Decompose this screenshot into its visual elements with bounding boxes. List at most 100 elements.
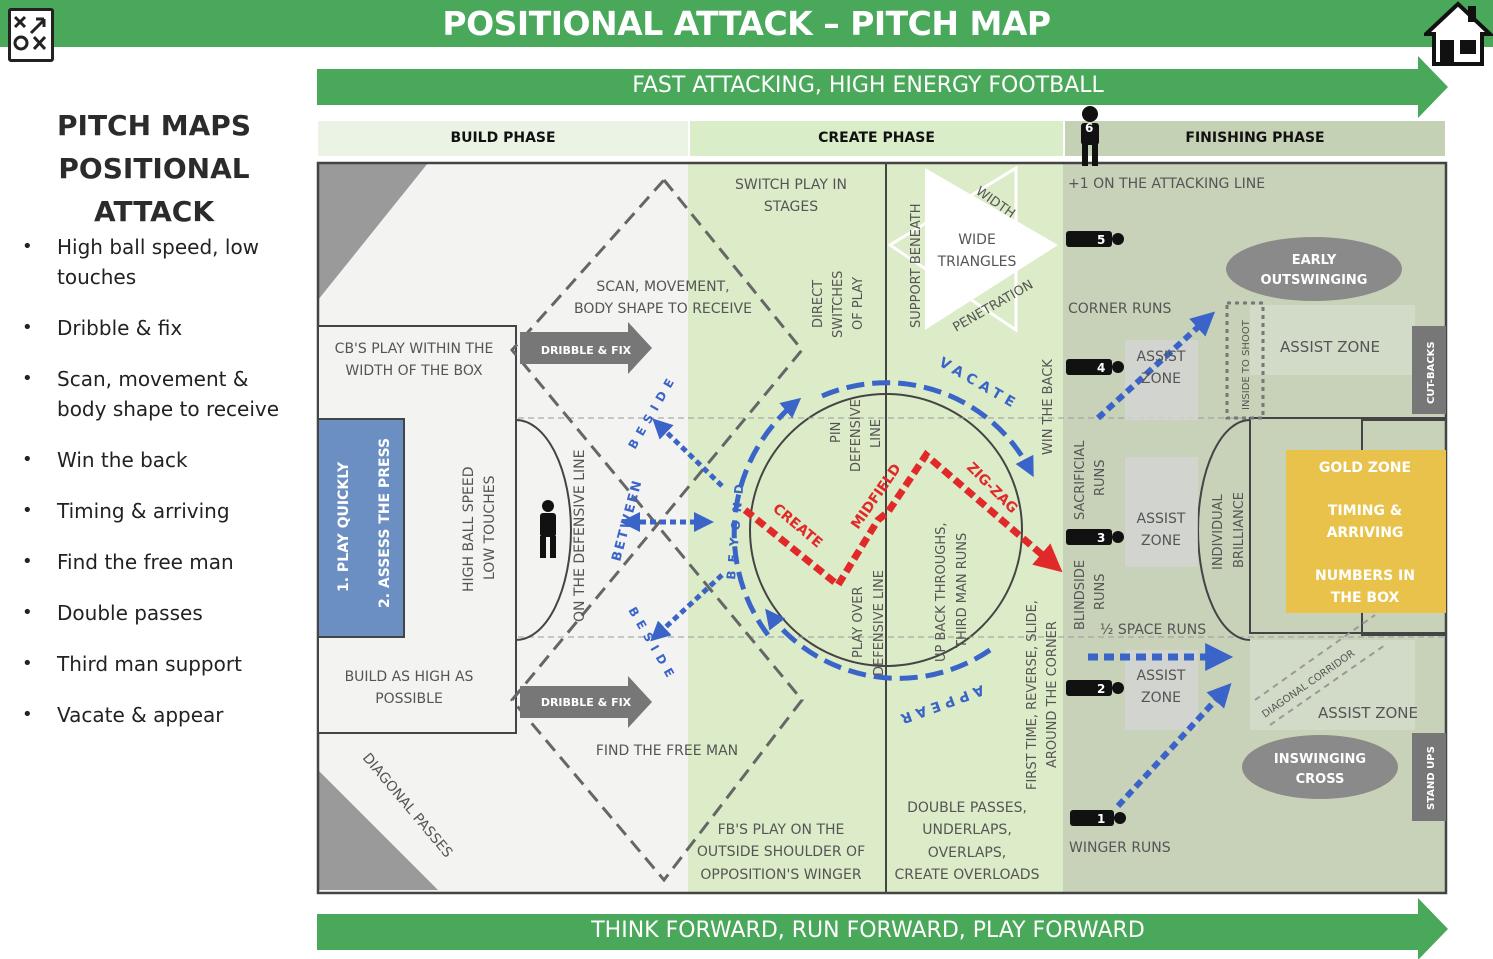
player-icon: [540, 500, 556, 558]
fb-label: OUTSIDE SHOULDER OF: [697, 844, 865, 860]
page-title: POSITIONAL ATTACK – PITCH MAP: [442, 4, 1051, 43]
pin-line-label: PIN: [829, 422, 844, 443]
top-banner-label: FAST ATTACKING, HIGH ENERGY FOOTBALL: [632, 73, 1104, 98]
bottom-banner-label: THINK FORWARD, RUN FORWARD, PLAY FORWARD: [591, 918, 1145, 943]
upback-label: THIRD MAN RUNS: [955, 533, 970, 649]
player-icon: [1066, 231, 1124, 247]
player-icon: [1081, 106, 1099, 166]
build-high-label: BUILD AS HIGH AS: [345, 669, 474, 685]
list-item: Vacate & appear: [22, 700, 302, 730]
pin-line-label: LINE: [869, 419, 884, 448]
dribble-fix-label: DRIBBLE & FIX: [541, 344, 632, 357]
inswinging-cross-oval: [1242, 735, 1398, 799]
sidebar-title-line2: POSITIONAL ATTACK: [58, 152, 250, 228]
assist-zone-small: ZONE: [1141, 690, 1181, 706]
list-item: Scan, movement & body shape to receive: [22, 364, 302, 424]
attacking-line-label: +1 ON THE ATTACKING LINE: [1068, 176, 1265, 192]
create-phase-header: CREATE PHASE: [690, 121, 1063, 156]
early-label: EARLY: [1292, 253, 1337, 268]
sidebar-title-line1: PITCH MAPS: [57, 109, 251, 142]
corner-shade: [318, 163, 428, 300]
list-item: Double passes: [22, 598, 302, 628]
inswinging-label: INSWINGING: [1274, 752, 1366, 767]
free-man-label: FIND THE FREE MAN: [596, 743, 738, 759]
direct-switch-label: SWITCHES: [831, 271, 846, 338]
list-item: High ball speed, low touches: [22, 232, 302, 292]
assist-zone-small: ASSIST: [1137, 511, 1186, 527]
direct-switch-label: OF PLAY: [851, 277, 866, 330]
timing-label: TIMING &: [1328, 503, 1402, 519]
fb-label: OPPOSITION'S WINGER: [700, 867, 861, 883]
runs-label: RUNS: [1093, 459, 1108, 496]
player-icon: [1066, 529, 1124, 545]
fb-label: FB'S PLAY ON THE: [718, 822, 845, 838]
assist-zone-small: ZONE: [1141, 371, 1181, 387]
numbers-box-label: THE BOX: [1331, 590, 1400, 606]
finishing-phase-header: FINISHING PHASE: [1065, 121, 1445, 156]
scan-label: BODY SHAPE TO RECEIVE: [574, 301, 752, 317]
double-passes-label: UNDERLAPS,: [922, 822, 1012, 838]
assist-zone-small: ASSIST: [1137, 349, 1186, 365]
list-item: Timing & arriving: [22, 496, 302, 526]
brilliance-label: BRILLIANCE: [1232, 492, 1247, 568]
player-number: 2: [1097, 682, 1105, 696]
play-over-label: DEFENSIVE LINE: [872, 570, 887, 676]
double-passes-label: OVERLAPS,: [928, 845, 1006, 861]
player-icon: [1070, 810, 1126, 826]
player-number: 5: [1097, 233, 1105, 247]
switch-play-label: SWITCH PLAY IN: [735, 177, 847, 193]
first-time-label: AROUND THE CORNER: [1045, 621, 1060, 768]
dribble-fix-label: DRIBBLE & FIX: [541, 696, 632, 709]
cutbacks-label: CUT-BACKS: [1426, 341, 1437, 404]
six-yard-box-left: [317, 418, 405, 638]
bottom-banner-arrowhead: [1418, 898, 1448, 959]
double-passes-label: CREATE OVERLOADS: [895, 867, 1040, 883]
runs-label: RUNS: [1093, 573, 1108, 610]
corner-shade: [318, 770, 438, 890]
tactics-board-icon[interactable]: [8, 8, 54, 62]
assist-zone-small: ZONE: [1141, 533, 1181, 549]
top-banner: FAST ATTACKING, HIGH ENERGY FOOTBALL: [317, 69, 1419, 105]
bottom-banner: THINK FORWARD, RUN FORWARD, PLAY FORWARD: [317, 914, 1419, 950]
play-over-label: PLAY OVER: [851, 587, 866, 658]
numbers-box-label: NUMBERS IN: [1315, 568, 1415, 584]
build-high-label: POSSIBLE: [375, 691, 443, 707]
individual-label: INDIVIDUAL: [1211, 493, 1226, 570]
switch-play-label: STAGES: [764, 199, 818, 215]
gold-zone: [1286, 450, 1446, 613]
space-runs-label: ½ SPACE RUNS: [1100, 622, 1206, 638]
player-number: 4: [1097, 361, 1105, 375]
top-banner-arrowhead: [1418, 56, 1448, 118]
build-phase-header: BUILD PHASE: [318, 121, 688, 156]
diamond-shape: [510, 177, 804, 883]
scan-label: SCAN, MOVEMENT,: [596, 279, 729, 295]
center-circle: [749, 393, 1023, 667]
assist-zone-label: ASSIST ZONE: [1280, 338, 1380, 356]
double-passes-label: DOUBLE PASSES,: [907, 800, 1027, 816]
principles-list: High ball speed, low touches Dribble & f…: [22, 232, 302, 751]
sacrificial-label: SACRIFICIAL: [1073, 440, 1088, 520]
first-time-label: FIRST TIME, REVERSE, SLIDE,: [1025, 600, 1040, 790]
inside-shoot-label: INSIDE TO SHOOT: [1241, 319, 1252, 410]
wide-triangles-label: TRIANGLES: [937, 254, 1017, 270]
list-item: Win the back: [22, 445, 302, 475]
low-touches-label: LOW TOUCHES: [482, 475, 498, 580]
pin-line-label: DEFENSIVE: [849, 399, 864, 472]
assist-zone-small: ASSIST: [1137, 668, 1186, 684]
play-quickly-label: 1. PLAY QUICKLY: [336, 461, 352, 592]
support-beneath-label: SUPPORT BENEATH: [909, 203, 924, 328]
player-icon: [1066, 359, 1124, 375]
list-item: Dribble & fix: [22, 313, 302, 343]
player-number: 3: [1097, 531, 1105, 545]
outswinging-label: OUTSWINGING: [1261, 273, 1368, 288]
cb-label: CB'S PLAY WITHIN THE: [335, 341, 494, 357]
zig-zag-path: [742, 449, 1063, 591]
high-ball-speed-label: HIGH BALL SPEED: [461, 466, 477, 592]
standups-label: STAND UPS: [1426, 746, 1437, 810]
wide-triangles-label: WIDE: [958, 232, 996, 248]
header-bar: POSITIONAL ATTACK – PITCH MAP: [0, 0, 1493, 47]
cb-label: WIDTH OF THE BOX: [345, 363, 483, 379]
winger-runs-label: WINGER RUNS: [1069, 840, 1171, 856]
timing-label: ARRIVING: [1327, 525, 1404, 541]
